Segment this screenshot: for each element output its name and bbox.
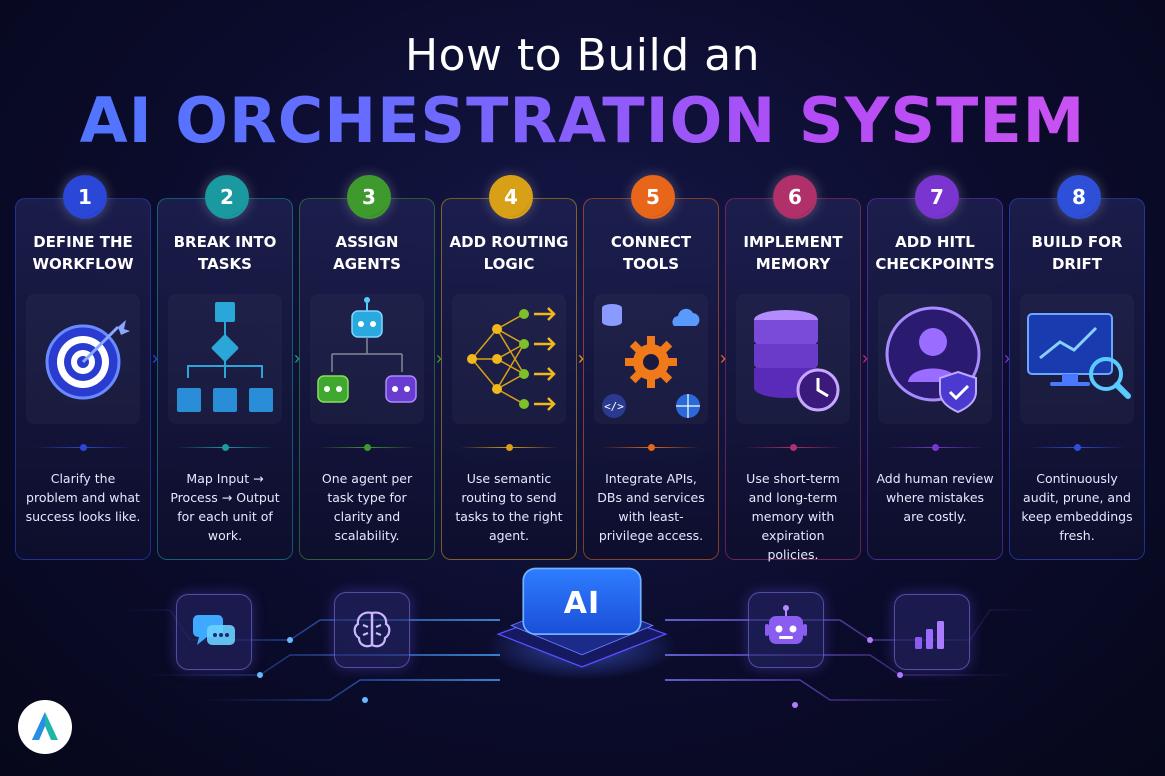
step-divider-dot [790, 444, 797, 451]
step-card-8: BUILD FOR DRIFT Continuously audit, prun… [1009, 198, 1145, 560]
step-number-badge: 1 [63, 175, 107, 219]
step-number-badge: 6 [773, 175, 817, 219]
page-title-top: How to Build an [405, 30, 760, 81]
monitor-chart-icon [1020, 294, 1134, 424]
flowchart-icon [168, 294, 282, 424]
step-divider-dot [364, 444, 371, 451]
step-number-badge: 4 [489, 175, 533, 219]
network-icon [452, 294, 566, 424]
bar-chart-icon [894, 594, 970, 670]
step-divider-dot [648, 444, 655, 451]
step-card-4: ADD ROUTING LOGIC Use semantic routing t… [441, 198, 577, 560]
step-description: One agent per task type for clarity and … [321, 471, 413, 543]
step-card-1: DEFINE THE WORKFLOW Clarify the problem … [15, 198, 151, 560]
step-title: IMPLEMENT MEMORY [743, 233, 843, 273]
step-number-badge: 7 [915, 175, 959, 219]
step-description: Clarify the problem and what success loo… [25, 471, 141, 524]
step-description: Add human review where mistakes are cost… [876, 471, 994, 524]
chevron-right-icon: › [578, 348, 584, 368]
database-icon [736, 294, 850, 424]
ai-chip-icon [487, 567, 677, 680]
ai-chip-label: AI [563, 586, 601, 621]
step-title: BUILD FOR DRIFT [1031, 233, 1123, 273]
step-card-2: BREAK INTO TASKS Map Input → Process → O… [157, 198, 293, 560]
step-description: Use short-term and long-term memory with… [746, 471, 840, 562]
step-title: ADD ROUTING LOGIC [449, 233, 569, 273]
step-divider-dot [1074, 444, 1081, 451]
page-title: AI ORCHESTRATION SYSTEM [0, 84, 1165, 157]
chevron-right-icon: › [720, 348, 726, 368]
step-number-badge: 3 [347, 175, 391, 219]
user-shield-icon [878, 294, 992, 424]
step-divider-dot [506, 444, 513, 451]
step-card-3: ASSIGN AGENTS One agent per task type fo… [299, 198, 435, 560]
step-description: Use semantic routing to send tasks to th… [455, 471, 563, 543]
brain-icon [334, 592, 410, 668]
step-divider-dot [222, 444, 229, 451]
step-title: CONNECT TOOLS [610, 233, 692, 273]
step-title: BREAK INTO TASKS [173, 233, 277, 273]
chevron-right-icon: › [1004, 348, 1010, 368]
chevron-right-icon: › [862, 348, 868, 368]
step-title: ASSIGN AGENTS [333, 233, 401, 273]
gear-icon: </> [594, 294, 708, 424]
step-description: Continuously audit, prune, and keep embe… [1021, 471, 1133, 543]
steps-container: DEFINE THE WORKFLOW Clarify the problem … [15, 175, 1145, 562]
chevron-right-icon: › [152, 348, 158, 368]
svg-text:</>: </> [604, 400, 624, 413]
step-title: ADD HITL CHECKPOINTS [875, 233, 995, 273]
step-title: DEFINE THE WORKFLOW [32, 233, 134, 273]
step-number-badge: 8 [1057, 175, 1101, 219]
chat-icon [176, 594, 252, 670]
brand-logo [18, 700, 72, 754]
step-card-5: CONNECT TOOLS </> Integrate APIs, DBs an… [583, 198, 719, 560]
step-card-7: ADD HITL CHECKPOINTS Add human review wh… [867, 198, 1003, 560]
step-description: Integrate APIs, DBs and services with le… [597, 471, 705, 543]
chevron-right-icon: › [436, 348, 442, 368]
step-number-badge: 5 [631, 175, 675, 219]
step-card-6: IMPLEMENT MEMORY Use short-term and long… [725, 198, 861, 562]
step-number-badge: 2 [205, 175, 249, 219]
step-description: Map Input → Process → Output for each un… [170, 471, 280, 543]
step-divider-dot [80, 444, 87, 451]
step-divider-dot [932, 444, 939, 451]
robot-icon [748, 592, 824, 668]
robot-icon [310, 294, 424, 424]
target-icon [26, 294, 140, 424]
chevron-right-icon: › [294, 348, 300, 368]
